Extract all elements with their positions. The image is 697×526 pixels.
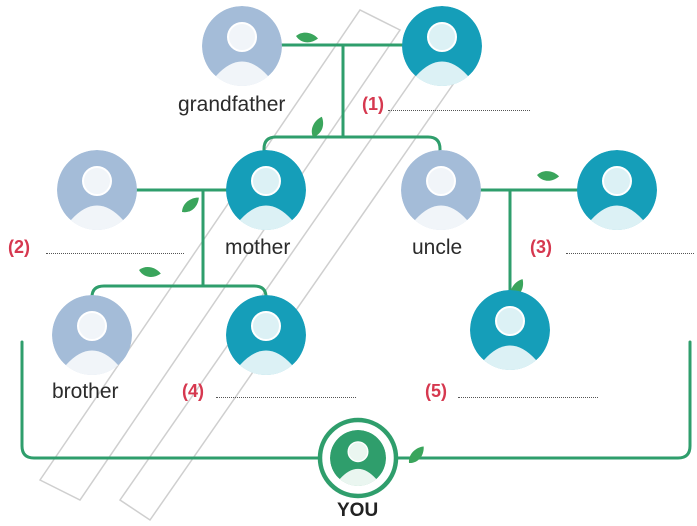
grandmother-avatar [402,6,482,86]
leaf-icon [139,267,161,277]
blank-number-5: (5) [425,381,447,401]
uncle-label: uncle [412,236,463,259]
cousin-avatar [470,290,550,370]
leaf-icon [408,446,424,464]
answer-blank-3[interactable] [566,253,694,254]
blank-number-1: (1) [362,94,384,114]
person-icon [495,306,525,336]
uncle-avatar [401,150,481,230]
grandfather-label: grandfather [178,93,286,116]
leaf-icon [296,32,318,43]
tree-connectors [20,43,692,460]
watermark [38,9,472,522]
sister-avatar [226,295,306,375]
leaf-icon [182,197,199,213]
person-icon [427,22,457,52]
person-icon [82,166,112,196]
person-icon [251,166,281,196]
blank-number-2: (2) [8,237,30,257]
person-icon [426,166,456,196]
you-label: YOU [337,500,379,521]
mother-avatar [226,150,306,230]
answer-blank-1[interactable] [388,110,530,111]
person-icon [227,22,257,52]
mother-label: mother [225,236,291,259]
answer-blank-4[interactable] [216,397,356,398]
person-icon [347,441,369,463]
blank-number-4: (4) [182,381,204,401]
brother-avatar [52,295,132,375]
you-avatar [330,430,386,486]
grandfather-avatar [202,6,282,86]
person-icon [251,311,281,341]
brother-label: brother [52,380,119,403]
leaf-icon [311,116,324,137]
father-avatar [57,150,137,230]
blank-number-3: (3) [530,237,552,257]
person-icon [77,311,107,341]
person-icon [602,166,632,196]
leaf-icon [537,171,560,181]
aunt-avatar [577,150,657,230]
answer-blank-2[interactable] [46,253,184,254]
answer-blank-5[interactable] [458,397,598,398]
